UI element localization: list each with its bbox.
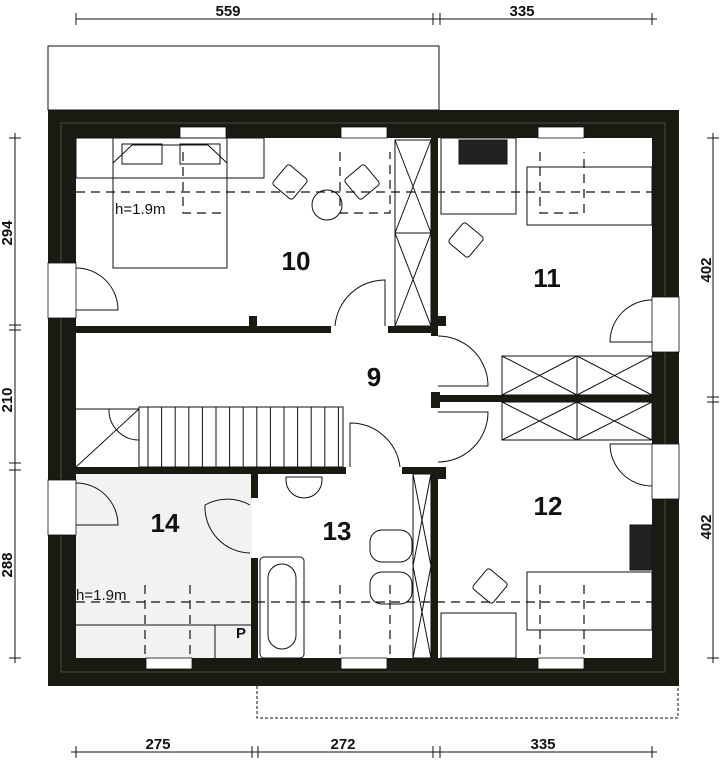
sofa-bed	[526, 571, 653, 631]
desk	[440, 137, 517, 215]
stove-icon	[629, 524, 653, 571]
interior-walls	[76, 138, 652, 658]
window	[179, 126, 227, 139]
window	[651, 443, 680, 500]
doors	[75, 267, 653, 554]
room-14-area	[76, 474, 252, 658]
desk	[440, 612, 517, 659]
room-label-12: 12	[534, 491, 563, 521]
window	[651, 296, 680, 353]
staircase	[75, 406, 344, 468]
windows	[47, 126, 680, 670]
height-lines	[76, 152, 652, 658]
dim-right-1: 402	[698, 257, 715, 282]
window	[145, 657, 193, 670]
room-label-14: 14	[151, 508, 180, 538]
room-label-9: 9	[367, 362, 381, 392]
height-note-lower: h=1.9m	[76, 587, 126, 604]
dim-top-1: 559	[215, 3, 240, 20]
dim-bottom-1: 275	[145, 736, 170, 753]
p-label: P	[236, 625, 246, 642]
toilet	[369, 571, 413, 605]
stove-icon	[458, 139, 508, 165]
furniture	[75, 137, 653, 659]
dimension-lines	[9, 13, 719, 758]
room-label-10: 10	[282, 246, 311, 276]
window	[537, 126, 585, 139]
dim-right-2: 402	[698, 514, 715, 539]
dim-bottom-2: 272	[330, 736, 355, 753]
balcony-bottom	[256, 686, 679, 719]
dim-top-2: 335	[509, 3, 534, 20]
dim-left-1: 294	[0, 220, 16, 246]
dim-bottom-3: 335	[530, 736, 555, 753]
wall-inner-line	[60, 122, 666, 673]
dim-left-2: 210	[0, 387, 16, 412]
window	[340, 657, 388, 670]
room-label-11: 11	[533, 263, 561, 293]
window	[47, 262, 77, 319]
bidet	[369, 529, 413, 563]
height-note-upper: h=1.9m	[115, 201, 165, 218]
sofa-bed	[526, 166, 653, 226]
dim-left-3: 288	[0, 552, 16, 577]
window	[47, 479, 77, 536]
balcony-top	[47, 45, 440, 111]
room-label-13: 13	[323, 516, 352, 546]
window	[340, 126, 388, 139]
round-table	[311, 189, 343, 221]
washbasin	[285, 476, 323, 499]
window	[537, 657, 585, 670]
wardrobes	[394, 139, 653, 659]
bathtub	[259, 556, 305, 659]
